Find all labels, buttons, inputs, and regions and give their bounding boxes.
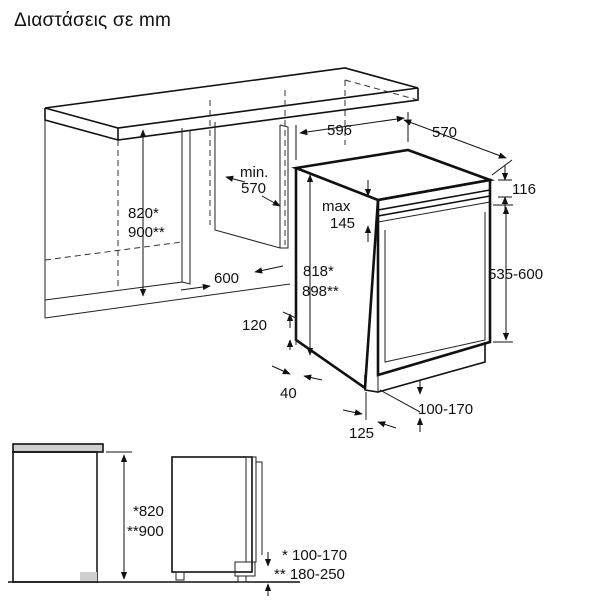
page-title: Διαστάσεις σε mm	[14, 10, 172, 31]
label-820: 820*	[128, 205, 159, 222]
label-min-line2: 570	[241, 180, 266, 197]
dim-width-600	[180, 265, 284, 291]
label-535-600: 535-600	[488, 266, 543, 283]
label-40: 40	[280, 385, 297, 402]
side-view-cabinet	[8, 443, 300, 583]
dim-side-820-900	[106, 451, 132, 580]
label-600: 600	[214, 270, 239, 287]
label-898: 898**	[302, 283, 339, 300]
dim-125	[342, 392, 397, 429]
label-125: 125	[349, 425, 374, 442]
label-120: 120	[242, 317, 267, 334]
label-900: 900**	[128, 224, 165, 241]
dishwasher-body	[291, 148, 495, 393]
label-side-100-170: * 100-170	[282, 547, 347, 564]
label-side-820: *820	[133, 503, 164, 520]
dim-depth-570	[403, 119, 513, 176]
label-min-line1: min.	[240, 164, 268, 181]
dim-120	[282, 311, 297, 350]
label-116: 116	[512, 181, 536, 198]
cabinet-dashed-lines	[44, 79, 419, 290]
side-view-dishwasher	[171, 456, 263, 583]
dim-40	[271, 365, 323, 381]
dim-100-170	[379, 380, 424, 432]
label-side-900: **900	[127, 523, 164, 540]
cabinet-side-panels	[181, 122, 289, 285]
dim-535-600	[493, 204, 513, 343]
label-max-line1: max	[322, 198, 351, 215]
label-side-180-250: ** 180-250	[274, 566, 345, 583]
label-width-596: 596	[327, 122, 352, 139]
label-depth-570: 570	[432, 124, 457, 141]
label-818: 818*	[303, 263, 334, 280]
label-max-line2: 145	[330, 215, 355, 232]
dim-min-570	[225, 175, 281, 207]
label-100-170: 100-170	[418, 401, 473, 418]
